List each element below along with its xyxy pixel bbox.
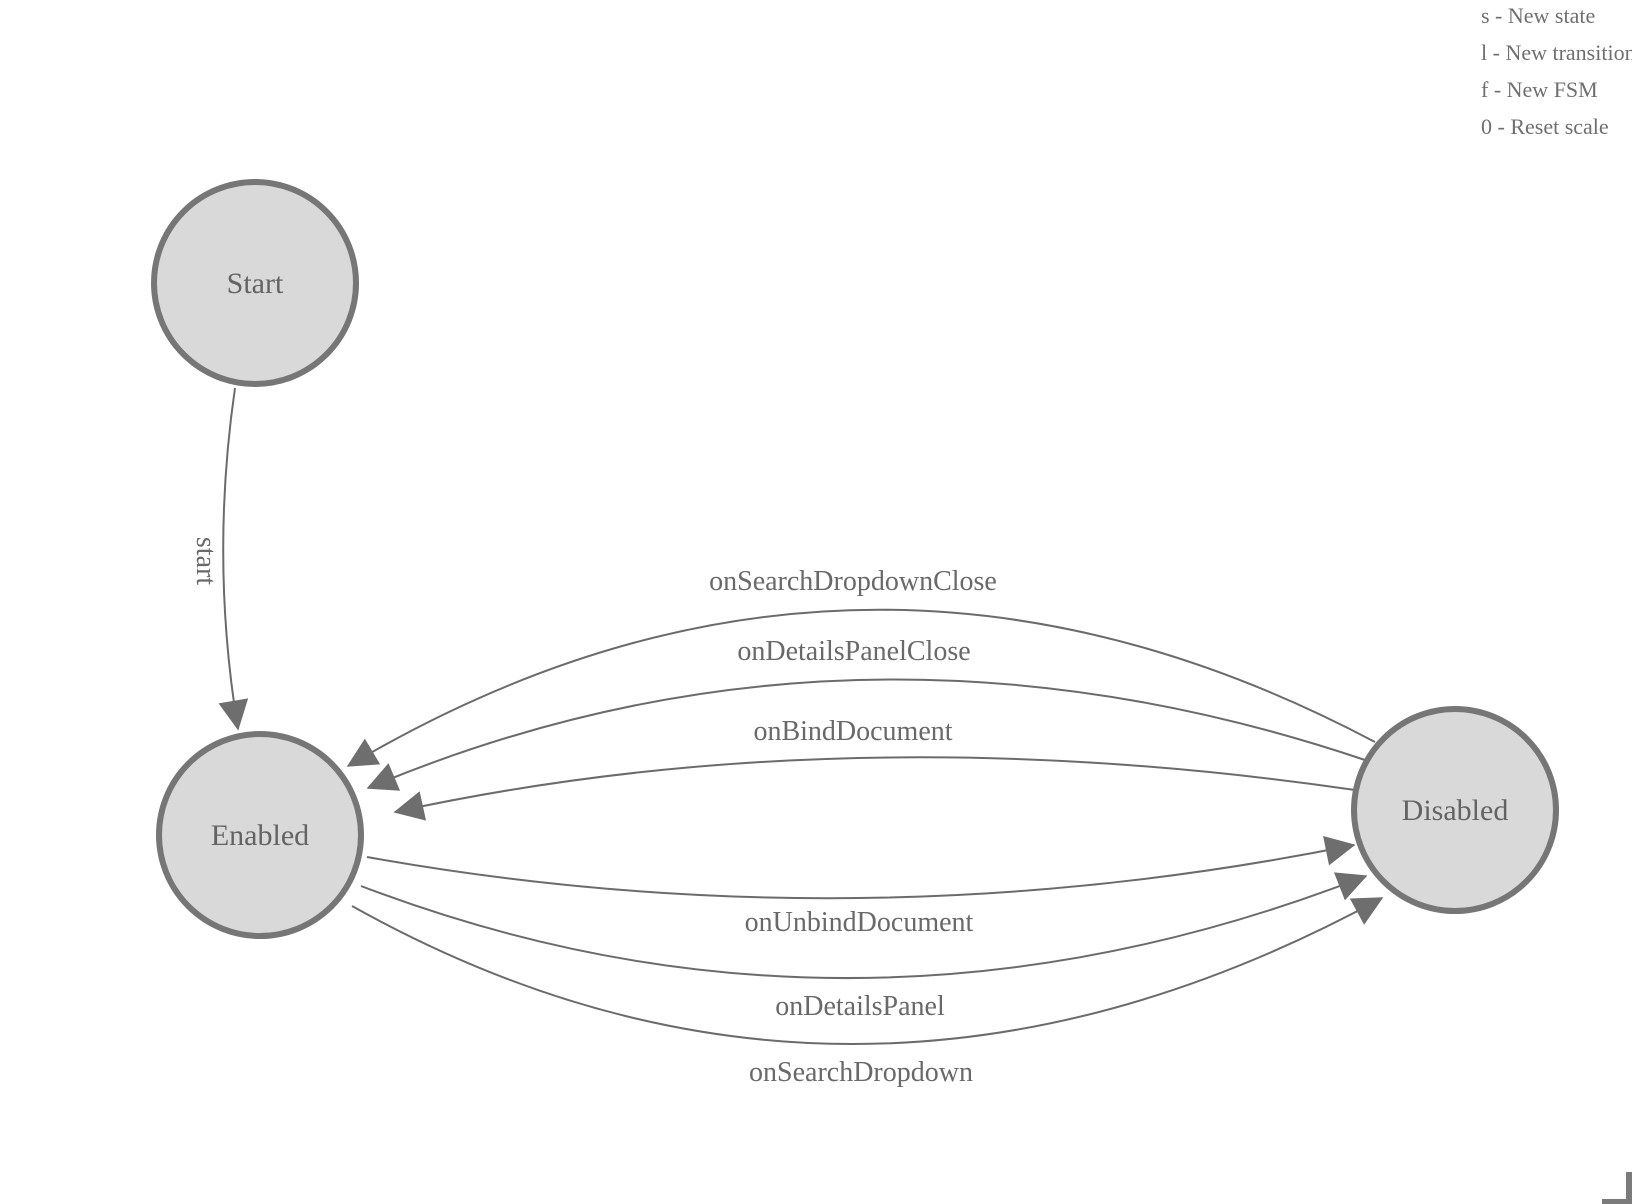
legend-line-reset-scale: 0 - Reset scale: [1481, 114, 1609, 139]
transition-onSearchDropdown-label[interactable]: onSearchDropdown: [749, 1057, 973, 1088]
legend-line-new-state: s - New state: [1481, 3, 1596, 28]
state-enabled: Enabled: [156, 731, 364, 939]
state-enabled-circle[interactable]: [156, 731, 364, 939]
transition-onSearchDropdown: onSearchDropdown: [351, 897, 1384, 1088]
canvas-corner-bracket-vertical: [1626, 1172, 1632, 1204]
transition-onDetailsPanel: onDetailsPanel: [360, 872, 1368, 1022]
transition-onBindDocument-label[interactable]: onBindDocument: [753, 716, 952, 747]
transition-onSearchDropdown-path[interactable]: [351, 897, 1384, 1045]
state-disabled-label: Disabled: [1402, 794, 1509, 827]
state-start-label: Start: [227, 267, 284, 300]
transition-onDetailsPanelClose-label[interactable]: onDetailsPanelClose: [737, 636, 970, 667]
state-enabled-label: Enabled: [211, 819, 309, 852]
transition-start: start: [190, 387, 249, 731]
transition-onDetailsPanel-label[interactable]: onDetailsPanel: [775, 991, 945, 1022]
state-start-circle[interactable]: [151, 179, 359, 387]
legend-line-new-transition: l - New transition: [1481, 40, 1632, 65]
transition-onSearchDropdownClose-path[interactable]: [346, 608, 1376, 767]
transition-onSearchDropdownClose-label[interactable]: onSearchDropdownClose: [709, 566, 997, 597]
transition-onBindDocument-path[interactable]: [393, 756, 1356, 821]
transition-start-path[interactable]: [218, 387, 249, 731]
transition-onDetailsPanelClose: onDetailsPanelClose: [366, 636, 1366, 791]
transition-onDetailsPanelClose-path[interactable]: [366, 678, 1366, 791]
transition-onUnbindDocument: onUnbindDocument: [366, 835, 1356, 938]
transition-onBindDocument: onBindDocument: [393, 716, 1356, 821]
transition-start-label[interactable]: start: [190, 537, 221, 585]
shortcut-legend: s - New state l - New transition f - New…: [1481, 0, 1632, 145]
transition-onUnbindDocument-label[interactable]: onUnbindDocument: [745, 907, 974, 938]
legend-line-new-fsm: f - New FSM: [1481, 77, 1598, 102]
transition-onSearchDropdownClose: onSearchDropdownClose: [346, 566, 1376, 767]
state-disabled: Disabled: [1351, 706, 1559, 914]
transition-onUnbindDocument-path[interactable]: [366, 835, 1356, 900]
transition-onDetailsPanel-path[interactable]: [360, 872, 1368, 980]
canvas-corner-bracket-horizontal: [1602, 1199, 1632, 1204]
state-start: Start: [151, 179, 359, 387]
state-disabled-circle[interactable]: [1351, 706, 1559, 914]
